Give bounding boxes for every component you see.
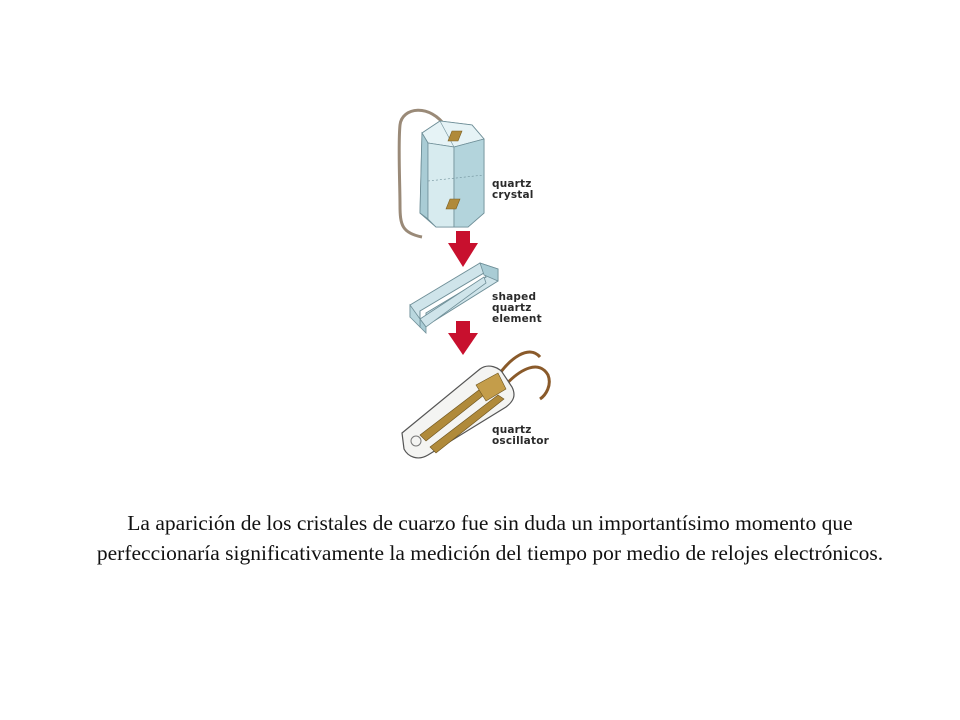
diagram-graphics	[397, 108, 551, 459]
top-electrode	[447, 130, 463, 142]
crystal-wire	[397, 108, 448, 239]
quartz-oscillator-label: quartz oscillator	[492, 424, 549, 447]
shaped-quartz-element-label: shaped quartz element	[492, 291, 542, 325]
caption-text: La aparición de los cristales de cuarzo …	[96, 511, 884, 565]
bottom-electrode	[445, 198, 461, 210]
quartz-oscillator-illustration	[401, 350, 551, 459]
quartz-process-diagram: quartz crystal shaped quartz element qua…	[380, 95, 600, 465]
quartz-crystal-label: quartz crystal	[492, 178, 534, 201]
down-arrow-1	[448, 231, 478, 267]
quartz-crystal-illustration	[397, 108, 485, 239]
shaped-quartz-element-illustration	[409, 262, 499, 334]
down-arrow-2	[448, 321, 478, 355]
